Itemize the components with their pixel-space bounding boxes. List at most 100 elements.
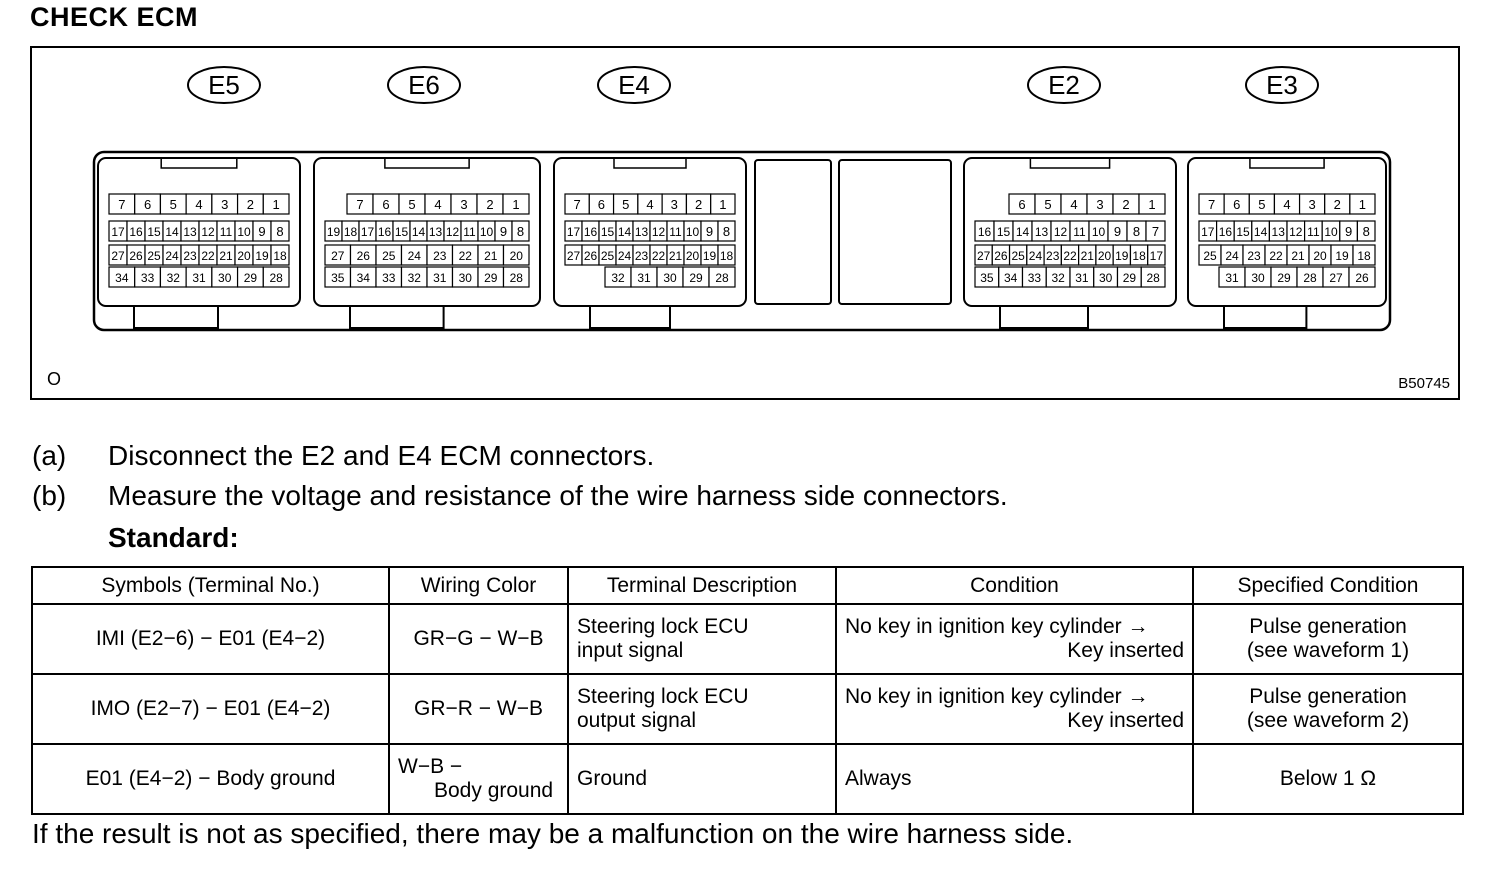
terminal-number: 23 bbox=[1247, 249, 1261, 263]
ecm-housing bbox=[92, 150, 1392, 332]
terminal-number: 16 bbox=[378, 225, 392, 239]
terminal-number: 7 bbox=[574, 197, 581, 212]
desc-line-2: input signal bbox=[577, 639, 684, 662]
terminal-number: 31 bbox=[192, 271, 206, 285]
terminal-number: 8 bbox=[276, 224, 283, 239]
terminal-number: 5 bbox=[1044, 197, 1051, 212]
terminal-number: 9 bbox=[1114, 224, 1121, 239]
terminal-number: 25 bbox=[601, 249, 615, 263]
step-b: (b)Measure the voltage and resistance of… bbox=[32, 480, 1008, 512]
terminal-cell bbox=[1147, 244, 1166, 266]
terminal-number: 17 bbox=[361, 225, 375, 239]
terminal-number: 11 bbox=[669, 225, 682, 239]
terminal-number: 14 bbox=[618, 225, 632, 239]
terminal-number: 28 bbox=[510, 271, 524, 285]
terminal-number: 16 bbox=[978, 225, 992, 239]
terminal-number: 17 bbox=[567, 225, 581, 239]
terminal-number: 8 bbox=[723, 224, 730, 239]
terminal-number: 34 bbox=[357, 271, 371, 285]
terminal-cell bbox=[511, 220, 530, 242]
terminal-number: 31 bbox=[1225, 271, 1239, 285]
connector-tab bbox=[349, 305, 445, 329]
connector-label-oval bbox=[387, 66, 461, 104]
terminal-number: 27 bbox=[977, 249, 991, 263]
terminal-number: 27 bbox=[331, 249, 345, 263]
terminal-number: 15 bbox=[147, 225, 161, 239]
terminal-number: 29 bbox=[689, 271, 703, 285]
terminal-cell bbox=[502, 193, 530, 215]
header-specified-condition: Specified Condition bbox=[1192, 566, 1464, 605]
terminal-number: 30 bbox=[1099, 271, 1113, 285]
table-row: E01 (E4−2) − Body ground W−B −Body groun… bbox=[31, 743, 1464, 815]
terminal-number: 24 bbox=[1029, 249, 1043, 263]
corner-mark: O bbox=[47, 369, 62, 389]
terminal-number: 26 bbox=[1355, 271, 1369, 285]
terminal-number: 16 bbox=[584, 225, 598, 239]
terminal-number: 26 bbox=[584, 249, 598, 263]
terminal-number: 31 bbox=[433, 271, 447, 285]
step-b-text: Measure the voltage and resistance of th… bbox=[108, 480, 1008, 511]
table-row: IMI (E2−6) − E01 (E4−2) GR−G − W−B Steer… bbox=[31, 603, 1464, 675]
terminal-number: 19 bbox=[255, 249, 269, 263]
terminal-number: 4 bbox=[646, 197, 653, 212]
terminal-number: 2 bbox=[1334, 197, 1341, 212]
terminal-number: 1 bbox=[1359, 197, 1366, 212]
terminal-number: 15 bbox=[997, 225, 1011, 239]
terminal-number: 12 bbox=[446, 225, 460, 239]
terminal-number: 4 bbox=[195, 197, 202, 212]
terminal-number: 18 bbox=[273, 249, 287, 263]
desc-line-1: Steering lock ECU bbox=[577, 615, 749, 638]
table-header-row: Symbols (Terminal No.) Wiring Color Term… bbox=[31, 566, 1464, 605]
cell-condition: Always bbox=[835, 743, 1194, 815]
terminal-number: 32 bbox=[1051, 271, 1065, 285]
terminal-number: 20 bbox=[237, 249, 251, 263]
header-symbols: Symbols (Terminal No.) bbox=[31, 566, 390, 605]
terminal-number: 7 bbox=[1208, 197, 1215, 212]
terminal-number: 8 bbox=[1133, 224, 1140, 239]
terminal-number: 1 bbox=[273, 197, 280, 212]
terminal-number: 29 bbox=[484, 271, 498, 285]
connector-latch bbox=[1249, 157, 1325, 169]
spec-line-2: (see waveform 1) bbox=[1246, 639, 1410, 662]
cell-wiring: GR−G − W−B bbox=[388, 603, 569, 675]
terminal-number: 18 bbox=[344, 225, 358, 239]
cell-condition: No key in ignition key cylinder →Key ins… bbox=[835, 603, 1194, 675]
terminal-number: 22 bbox=[652, 249, 666, 263]
cell-wiring: W−B −Body ground bbox=[388, 743, 569, 815]
cell-spec: Below 1 Ω bbox=[1192, 743, 1464, 815]
terminal-cell bbox=[270, 244, 290, 266]
terminal-number: 3 bbox=[1309, 197, 1316, 212]
terminal-number: 7 bbox=[356, 197, 363, 212]
cond-line-1: No key in ignition key cylinder → bbox=[845, 685, 1149, 708]
terminal-number: 10 bbox=[480, 225, 494, 239]
terminal-cell bbox=[502, 244, 530, 266]
spec-line-1: Pulse generation bbox=[1249, 615, 1407, 638]
terminal-number: 11 bbox=[463, 225, 476, 239]
figure-code: B50745 bbox=[1398, 375, 1450, 392]
terminal-number: 21 bbox=[219, 249, 233, 263]
desc-line-2: output signal bbox=[577, 709, 697, 732]
cell-spec: Pulse generation(see waveform 2) bbox=[1192, 673, 1464, 745]
terminal-number: 30 bbox=[1251, 271, 1265, 285]
cell-symbols: E01 (E4−2) − Body ground bbox=[31, 743, 390, 815]
terminal-number: 30 bbox=[663, 271, 677, 285]
connector-name: E3 bbox=[1266, 70, 1298, 100]
terminal-number: 21 bbox=[1291, 249, 1305, 263]
cond-line-1: No key in ignition key cylinder → bbox=[845, 615, 1149, 638]
terminal-number: 5 bbox=[1258, 197, 1265, 212]
cell-wiring: GR−R − W−B bbox=[388, 673, 569, 745]
terminal-number: 3 bbox=[671, 197, 678, 212]
page-title: CHECK ECM bbox=[30, 2, 199, 32]
terminal-number: 17 bbox=[111, 225, 125, 239]
terminal-number: 18 bbox=[720, 249, 734, 263]
terminal-number: 1 bbox=[719, 197, 726, 212]
terminal-number: 10 bbox=[686, 225, 700, 239]
terminal-number: 5 bbox=[622, 197, 629, 212]
terminal-number: 5 bbox=[408, 197, 415, 212]
terminal-number: 19 bbox=[1335, 249, 1349, 263]
terminal-number: 21 bbox=[669, 249, 683, 263]
connector-label-oval bbox=[1245, 66, 1319, 104]
terminal-number: 12 bbox=[201, 225, 215, 239]
